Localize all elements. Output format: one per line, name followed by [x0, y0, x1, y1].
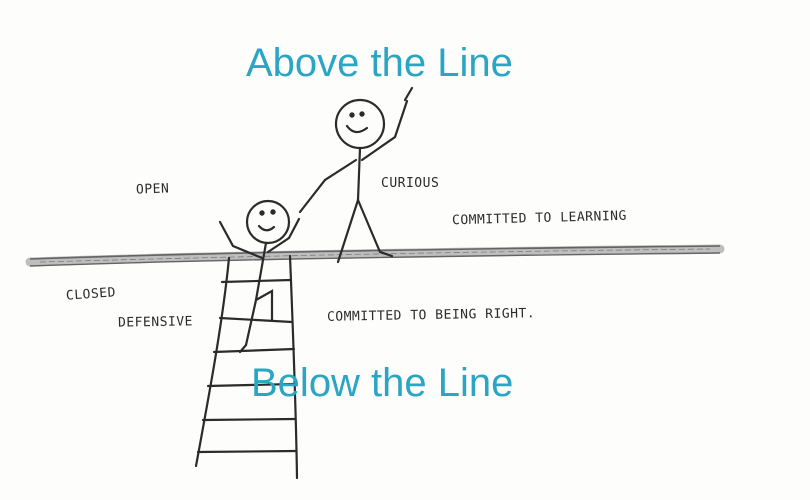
heading-below-the-line: Below the Line [251, 361, 514, 405]
label-defensive: DEFENSIVE [117, 314, 194, 331]
label-curious: CURIOUS [381, 176, 440, 191]
climbing-stick-figure-icon [218, 199, 301, 354]
ladder-icon [194, 254, 299, 480]
label-closed: CLOSED [65, 285, 117, 304]
label-open: OPEN [135, 181, 170, 198]
label-committed-to-being-right: COMMITTED TO BEING RIGHT. [326, 306, 536, 325]
dividing-line [25, 244, 725, 267]
smiling-stick-figure-icon [298, 86, 414, 264]
heading-above-the-line: Above the Line [246, 41, 513, 85]
